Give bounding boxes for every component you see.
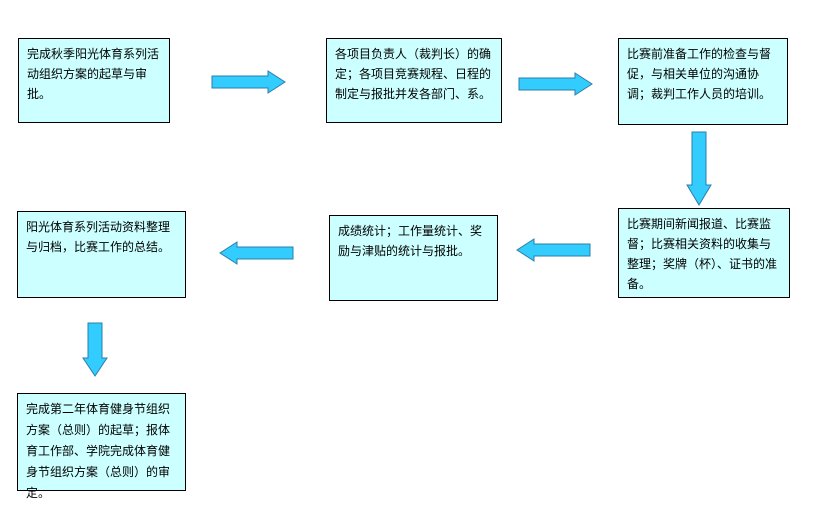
step-4-box: 比赛期间新闻报道、比赛监督；比赛相关资料的收集与整理；奖牌（杯）、证书的准备。 bbox=[618, 208, 790, 298]
step-3-box: 比赛前准备工作的检查与督促，与相关单位的沟通协调；裁判工作人员的培训。 bbox=[618, 38, 788, 125]
arrow-right-2 bbox=[518, 72, 594, 96]
step-2-box: 各项目负责人（裁判长）的确定；各项目竞赛规程、日程的制定与报批并发各部门、系。 bbox=[326, 38, 502, 123]
arrow-down-1 bbox=[686, 131, 712, 207]
step-7-box: 完成第二年体育健身节组织方案（总则）的起草；报体育工作部、学院完成体育健身节组织… bbox=[17, 393, 186, 500]
arrow-left-1 bbox=[515, 238, 591, 262]
step-5-box: 成绩统计；工作量统计、奖励与津贴的统计与报批。 bbox=[329, 215, 498, 301]
step-6-box: 阳光体育系列活动资料整理与归档，比赛工作的总结。 bbox=[17, 211, 186, 298]
step-1-box: 完成秋季阳光体育系列活动组织方案的起草与审批。 bbox=[18, 38, 170, 123]
arrow-right-1 bbox=[211, 70, 287, 94]
arrow-left-2 bbox=[218, 241, 294, 265]
arrow-down-2 bbox=[82, 322, 108, 378]
